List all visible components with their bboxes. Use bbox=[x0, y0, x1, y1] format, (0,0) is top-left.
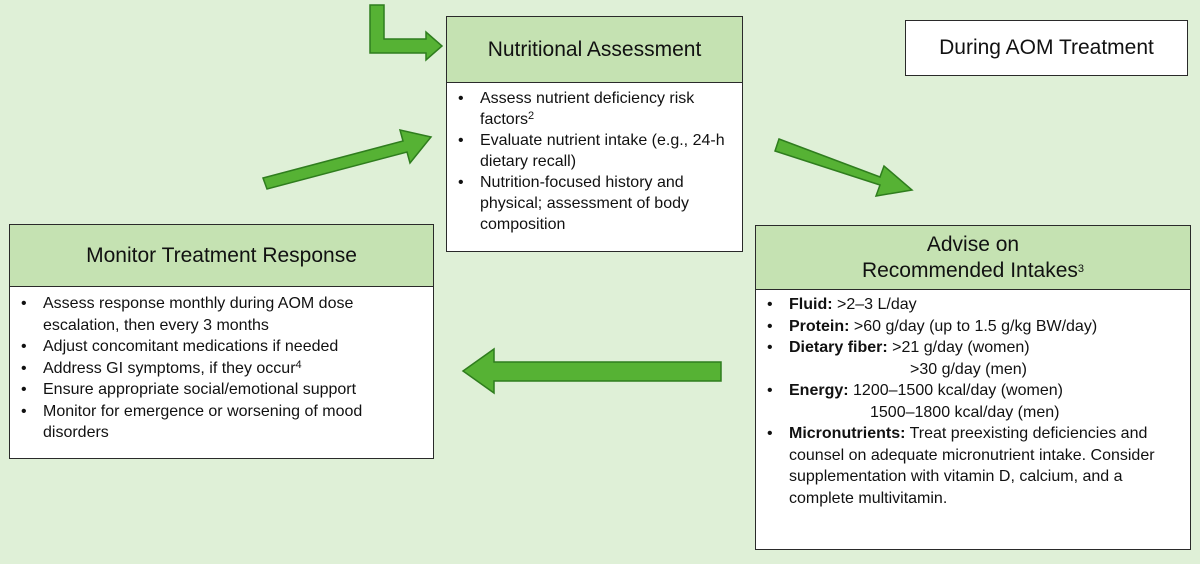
item-text: >2–3 L/day bbox=[837, 296, 917, 313]
list-item: Nutrition-focused history and physical; … bbox=[453, 172, 734, 235]
item-text: >21 g/day (women) bbox=[892, 339, 1030, 356]
item-text-line2: >30 g/day (men) bbox=[910, 360, 1027, 378]
list-item: Monitor for emergence or worsening of mo… bbox=[16, 401, 423, 444]
item-text: >60 g/day (up to 1.5 g/kg BW/day) bbox=[853, 317, 1098, 335]
monitor-response-list: Assess response monthly during AOM dose … bbox=[10, 287, 433, 444]
item-label: Protein: bbox=[789, 317, 850, 335]
assessment-to-advise-arrow bbox=[774, 138, 914, 197]
phase-label-text: During AOM Treatment bbox=[939, 36, 1154, 59]
list-item: Protein: >60 g/day (up to 1.5 g/kg BW/da… bbox=[762, 316, 1180, 338]
list-item: Micronutrients: Treat preexisting defici… bbox=[762, 423, 1180, 509]
item-text: Adjust concomitant medications if needed bbox=[43, 338, 339, 355]
item-label: Micronutrients: bbox=[789, 425, 906, 442]
item-text: 1200–1500 kcal/day (women) bbox=[853, 382, 1063, 399]
monitor-response-title: Monitor Treatment Response bbox=[86, 243, 357, 267]
footnote-ref: 2 bbox=[528, 110, 535, 122]
advise-intakes-header: Advise on Recommended Intakes3 bbox=[756, 226, 1190, 290]
list-item: Ensure appropriate social/emotional supp… bbox=[16, 379, 423, 401]
monitor-response-header: Monitor Treatment Response bbox=[10, 225, 433, 287]
list-item: Dietary fiber: >21 g/day (women) >30 g/d… bbox=[762, 337, 1180, 380]
list-item: Assess nutrient deficiency risk factors2 bbox=[453, 88, 734, 130]
nutritional-assessment-title: Nutritional Assessment bbox=[487, 37, 702, 61]
list-item: Adjust concomitant medications if needed bbox=[16, 336, 423, 358]
monitor-response-box: Monitor Treatment Response Assess respon… bbox=[9, 224, 434, 459]
item-text: Monitor for emergence or worsening of mo… bbox=[43, 402, 363, 442]
list-item: Assess response monthly during AOM dose … bbox=[16, 293, 423, 336]
list-item: Fluid: >2–3 L/day bbox=[762, 294, 1180, 316]
item-text: Evaluate nutrient intake (e.g., 24-h die… bbox=[480, 132, 725, 170]
list-item: Evaluate nutrient intake (e.g., 24-h die… bbox=[453, 130, 734, 172]
monitor-to-assessment-arrow bbox=[262, 128, 433, 190]
item-text: Treat preexisting deficiencies and couns… bbox=[789, 425, 1155, 507]
item-label: Dietary fiber: bbox=[789, 339, 888, 356]
item-text: Address GI symptoms, if they occur bbox=[43, 359, 296, 377]
item-text: Nutrition-focused history and physical; … bbox=[480, 174, 689, 233]
item-text: Ensure appropriate social/emotional supp… bbox=[43, 381, 357, 398]
phase-label-box: During AOM Treatment bbox=[905, 20, 1188, 76]
footnote-ref: 4 bbox=[295, 358, 302, 371]
item-text: Assess nutrient deficiency risk factors bbox=[480, 90, 695, 128]
advise-to-monitor-arrow bbox=[461, 347, 722, 395]
footnote-ref: 3 bbox=[1077, 262, 1085, 275]
nutritional-assessment-box: Nutritional Assessment Assess nutrient d… bbox=[446, 16, 743, 252]
entry-elbow-arrow bbox=[369, 4, 444, 62]
advise-intakes-list: Fluid: >2–3 L/day Protein: >60 g/day (up… bbox=[756, 290, 1190, 509]
list-item: Address GI symptoms, if they occur4 bbox=[16, 358, 423, 380]
nutritional-assessment-header: Nutritional Assessment bbox=[447, 17, 742, 83]
list-item: Energy: 1200–1500 kcal/day (women) 1500–… bbox=[762, 380, 1180, 423]
advise-title-line2: Recommended Intakes bbox=[861, 258, 1078, 282]
item-text: Assess response monthly during AOM dose … bbox=[43, 295, 354, 334]
item-label: Energy: bbox=[789, 382, 849, 399]
advise-title-line1: Advise on bbox=[926, 232, 1020, 256]
nutritional-assessment-list: Assess nutrient deficiency risk factors2… bbox=[447, 83, 742, 235]
item-text-line2: 1500–1800 kcal/day (men) bbox=[870, 403, 1060, 421]
item-label: Fluid: bbox=[789, 296, 833, 313]
advise-intakes-box: Advise on Recommended Intakes3 Fluid: >2… bbox=[755, 225, 1191, 550]
